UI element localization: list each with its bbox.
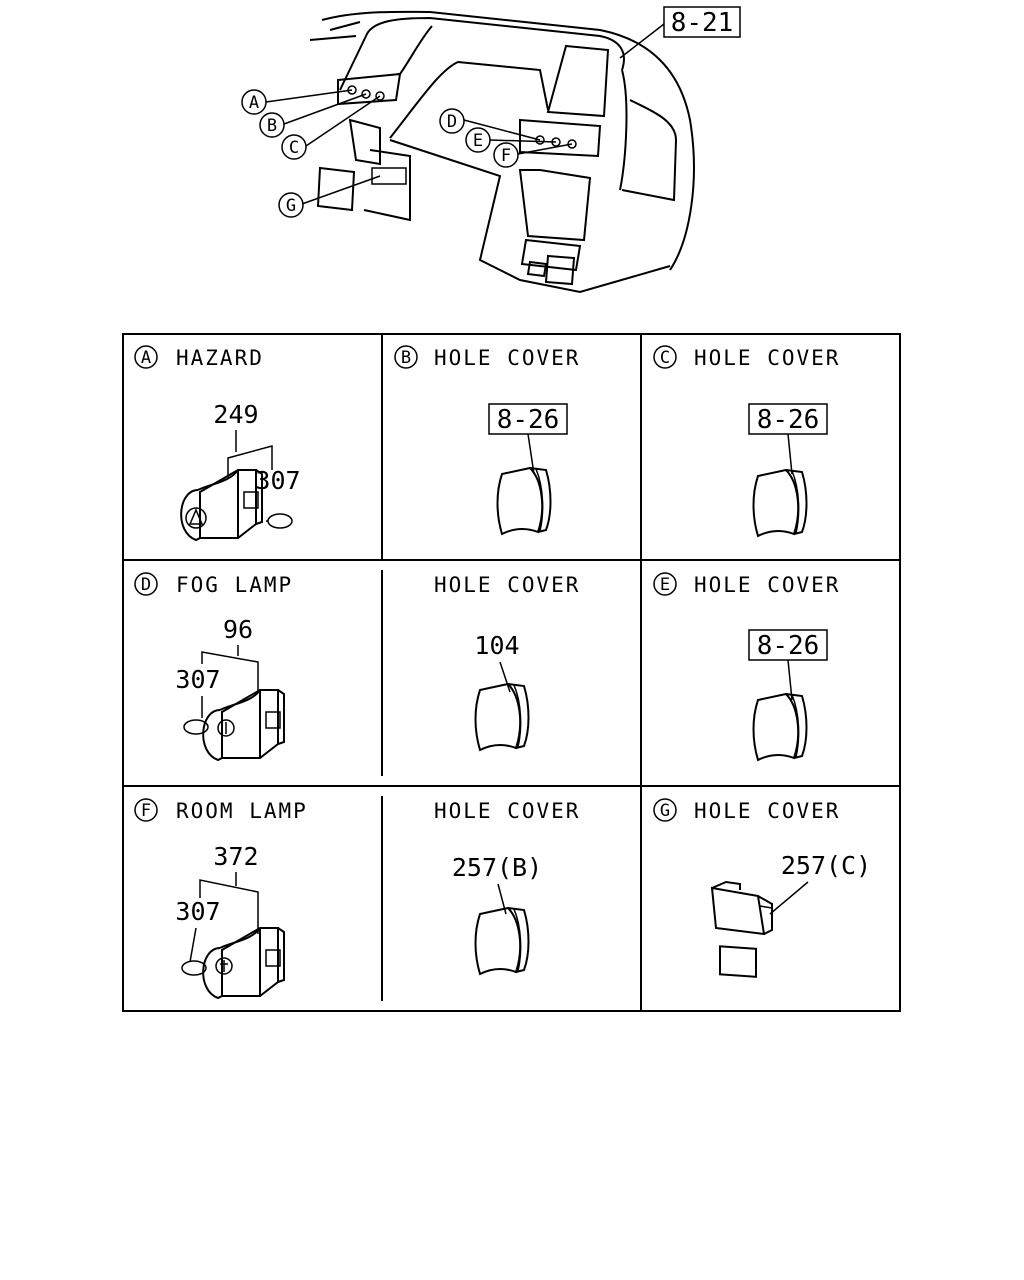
hole-cover-icon [474, 683, 530, 751]
part-number: 307 [175, 665, 220, 694]
bulb-icon [181, 960, 207, 976]
callout-b: B [259, 112, 285, 138]
part-number: 96 [223, 615, 253, 644]
svg-text:A: A [249, 93, 259, 113]
cell-title: HAZARD [176, 346, 264, 370]
part-number: 249 [213, 400, 258, 429]
cell-title: HOLE COVER [694, 346, 840, 370]
callout-f: F [493, 142, 519, 168]
page-ref-8-26[interactable]: 8-26 [748, 629, 828, 661]
cell-letter: D [141, 575, 151, 595]
hazard-switch-icon [180, 469, 263, 541]
hole-cover-icon [752, 693, 808, 761]
part-number: 257(B) [452, 853, 542, 882]
parts-table [122, 333, 901, 1012]
part-number: 104 [474, 631, 519, 660]
callout-e: E [465, 127, 491, 153]
part-number: 307 [175, 897, 220, 926]
cell-title: ROOM LAMP [176, 799, 308, 823]
cell-fog-lamp: D FOG LAMP 96 307 [134, 572, 293, 761]
cell-letter: F [141, 801, 151, 821]
cell-title: HOLE COVER [434, 573, 580, 597]
page-ref-8-26[interactable]: 8-26 [748, 403, 828, 435]
cell-title: HOLE COVER [434, 346, 580, 370]
hole-cover-icon [474, 907, 530, 975]
cell-letter: B [401, 348, 411, 368]
cell-room-lamp: F ROOM LAMP 372 307 [134, 798, 308, 999]
cell-hole-cover-b: B HOLE COVER 8-26 [394, 345, 580, 535]
svg-text:C: C [289, 138, 299, 158]
callout-a: A [241, 89, 267, 115]
cell-hole-cover-257b: HOLE COVER 257(B) [434, 799, 580, 975]
callout-c: C [281, 134, 307, 160]
svg-text:B: B [267, 116, 277, 136]
part-number: 372 [213, 842, 258, 871]
cell-hole-cover-104: HOLE COVER 104 [434, 573, 580, 751]
cell-title: HOLE COVER [694, 573, 840, 597]
cell-hole-cover-e: E HOLE COVER 8-26 [653, 572, 840, 761]
cell-letter: G [660, 801, 670, 821]
bulb-icon [183, 719, 209, 735]
part-number: 257(C) [781, 851, 871, 880]
cell-letter: A [141, 348, 151, 368]
bulb-icon [267, 513, 293, 529]
cell-hole-cover-g: G HOLE COVER 257(C) [653, 798, 871, 978]
hole-cover-icon [496, 467, 552, 535]
hole-cover-g-icon [710, 880, 773, 978]
cell-letter: C [660, 348, 670, 368]
svg-text:D: D [447, 112, 457, 132]
cell-hazard: A HAZARD 249 307 [134, 345, 301, 541]
svg-text:8-21: 8-21 [671, 8, 734, 38]
page-ref-8-21[interactable]: 8-21 [663, 6, 741, 38]
svg-text:8-26: 8-26 [497, 405, 560, 435]
callout-g: G [278, 192, 304, 218]
fog-lamp-switch-icon [202, 689, 285, 761]
cell-title: FOG LAMP [176, 573, 293, 597]
cell-letter: E [660, 575, 670, 595]
room-lamp-switch-icon [202, 927, 285, 999]
cell-title: HOLE COVER [434, 799, 580, 823]
cell-title: HOLE COVER [694, 799, 840, 823]
svg-text:F: F [501, 146, 511, 166]
callout-d: D [439, 108, 465, 134]
hole-cover-icon [752, 469, 808, 537]
svg-text:8-26: 8-26 [757, 631, 820, 661]
svg-text:G: G [286, 196, 296, 216]
svg-text:E: E [473, 131, 483, 151]
page-ref-8-26[interactable]: 8-26 [488, 403, 568, 435]
dashboard-overview [265, 10, 695, 294]
cell-hole-cover-c: C HOLE COVER 8-26 [653, 345, 840, 537]
svg-text:8-26: 8-26 [757, 405, 820, 435]
